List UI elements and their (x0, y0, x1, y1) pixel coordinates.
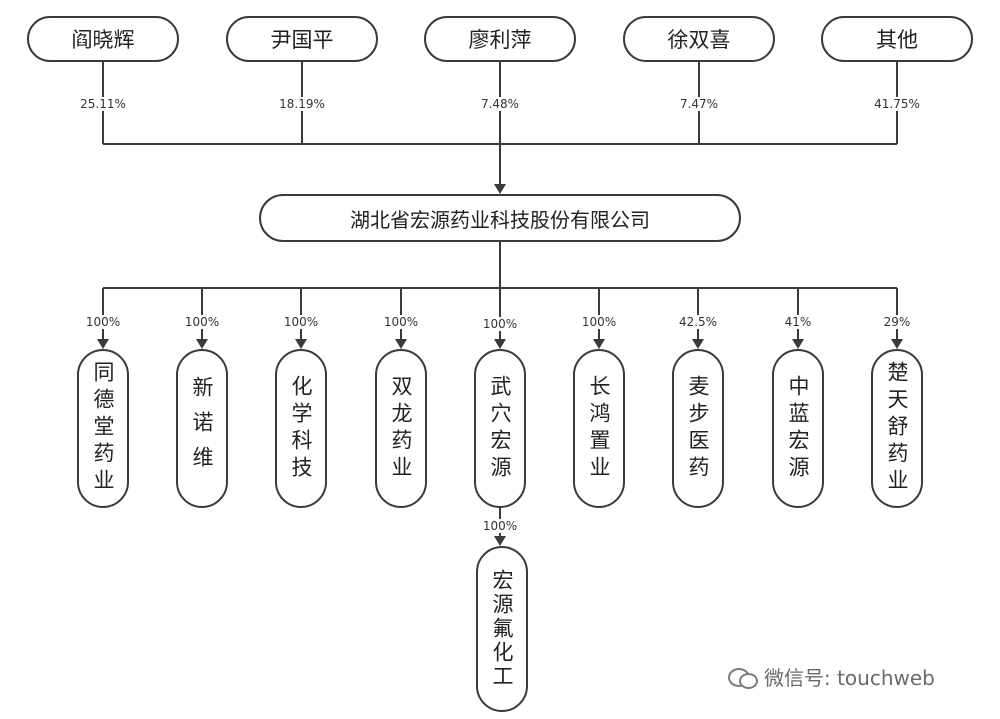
shareholder-pct: 41.75% (857, 97, 937, 111)
subsidiary-pct: 29% (857, 315, 937, 329)
arrowhead (295, 339, 307, 349)
shareholder-box: 徐双喜 (623, 16, 775, 62)
shareholder-box: 其他 (821, 16, 973, 62)
subsidiary-box: 长鸿置业 (573, 349, 625, 508)
arrowhead (494, 536, 506, 546)
shareholder-pct: 7.47% (659, 97, 739, 111)
arrowhead (494, 339, 506, 349)
grandchild-pct: 100% (460, 519, 540, 533)
arrowhead (792, 339, 804, 349)
watermark-text: 微信号: touchweb (764, 666, 935, 690)
subsidiary-pct: 100% (460, 317, 540, 331)
subsidiary-pct: 41% (758, 315, 838, 329)
arrowhead (692, 339, 704, 349)
subsidiary-box: 武穴宏源 (474, 349, 526, 508)
subsidiary-box: 双龙药业 (375, 349, 427, 508)
subsidiary-box: 同德堂药业 (77, 349, 129, 508)
arrowhead (593, 339, 605, 349)
subsidiary-box: 化学科技 (275, 349, 327, 508)
subsidiary-box: 楚天舒药业 (871, 349, 923, 508)
shareholder-box: 尹国平 (226, 16, 378, 62)
shareholder-pct: 25.11% (63, 97, 143, 111)
arrowhead (891, 339, 903, 349)
shareholder-box: 阎晓辉 (27, 16, 179, 62)
watermark: 微信号: touchweb (728, 662, 935, 691)
shareholder-pct: 7.48% (460, 97, 540, 111)
arrowhead (395, 339, 407, 349)
subsidiary-pct: 100% (261, 315, 341, 329)
subsidiary-pct: 100% (361, 315, 441, 329)
subsidiary-box: 新诺维 (176, 349, 228, 508)
wechat-icon (728, 666, 758, 689)
subsidiary-pct: 100% (63, 315, 143, 329)
shareholder-box: 廖利萍 (424, 16, 576, 62)
grandchild-box: 宏源氟化工 (476, 546, 528, 712)
company-box: 湖北省宏源药业科技股份有限公司 (259, 194, 741, 242)
arrowhead (494, 184, 506, 194)
arrowhead (196, 339, 208, 349)
subsidiary-pct: 100% (162, 315, 242, 329)
subsidiary-box: 麦步医药 (672, 349, 724, 508)
subsidiary-pct: 100% (559, 315, 639, 329)
arrowhead (97, 339, 109, 349)
subsidiary-pct: 42.5% (658, 315, 738, 329)
shareholder-pct: 18.19% (262, 97, 342, 111)
subsidiary-box: 中蓝宏源 (772, 349, 824, 508)
